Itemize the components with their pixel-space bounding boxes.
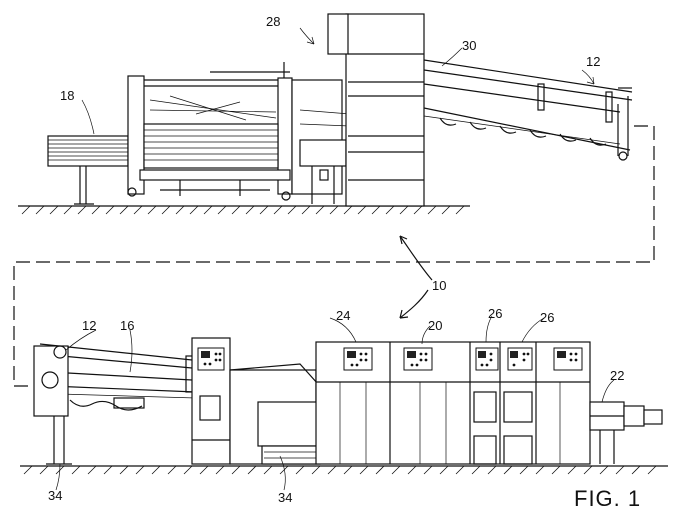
numeral-18: 18 [60, 88, 74, 103]
numeral-10: 10 [432, 278, 446, 293]
numeral-12-top: 12 [586, 54, 600, 69]
reference-numerals: 28 30 12 18 10 12 16 24 20 26 26 22 34 3… [48, 14, 624, 505]
end-unit-22 [589, 401, 663, 464]
connection-line [13, 125, 655, 387]
tall-unit-28 [327, 13, 425, 207]
numeral-28: 28 [266, 14, 280, 29]
numeral-26-a: 26 [488, 306, 502, 321]
feed-unit [191, 337, 231, 465]
inclined-conveyor-30 [423, 59, 633, 161]
lower-floor [20, 465, 668, 475]
numeral-20: 20 [428, 318, 442, 333]
converter-machine-20 [315, 341, 591, 465]
numeral-34-a: 34 [48, 488, 62, 503]
numeral-26-b: 26 [540, 310, 554, 325]
numeral-12-bottom: 12 [82, 318, 96, 333]
sheet-stack-18 [47, 135, 129, 205]
stacker-frame [127, 62, 293, 201]
numeral-22: 22 [610, 368, 624, 383]
arrows-10 [399, 235, 433, 319]
leader-lines [55, 27, 615, 491]
figure-caption: FIG. 1 [574, 486, 641, 511]
lower-conveyor-16 [33, 343, 197, 465]
transfer-section [291, 79, 351, 204]
upper-floor [18, 205, 470, 215]
hopper-34 [229, 363, 321, 465]
numeral-30: 30 [462, 38, 476, 53]
numeral-16: 16 [120, 318, 134, 333]
numeral-24: 24 [336, 308, 350, 323]
numeral-34-b: 34 [278, 490, 292, 505]
